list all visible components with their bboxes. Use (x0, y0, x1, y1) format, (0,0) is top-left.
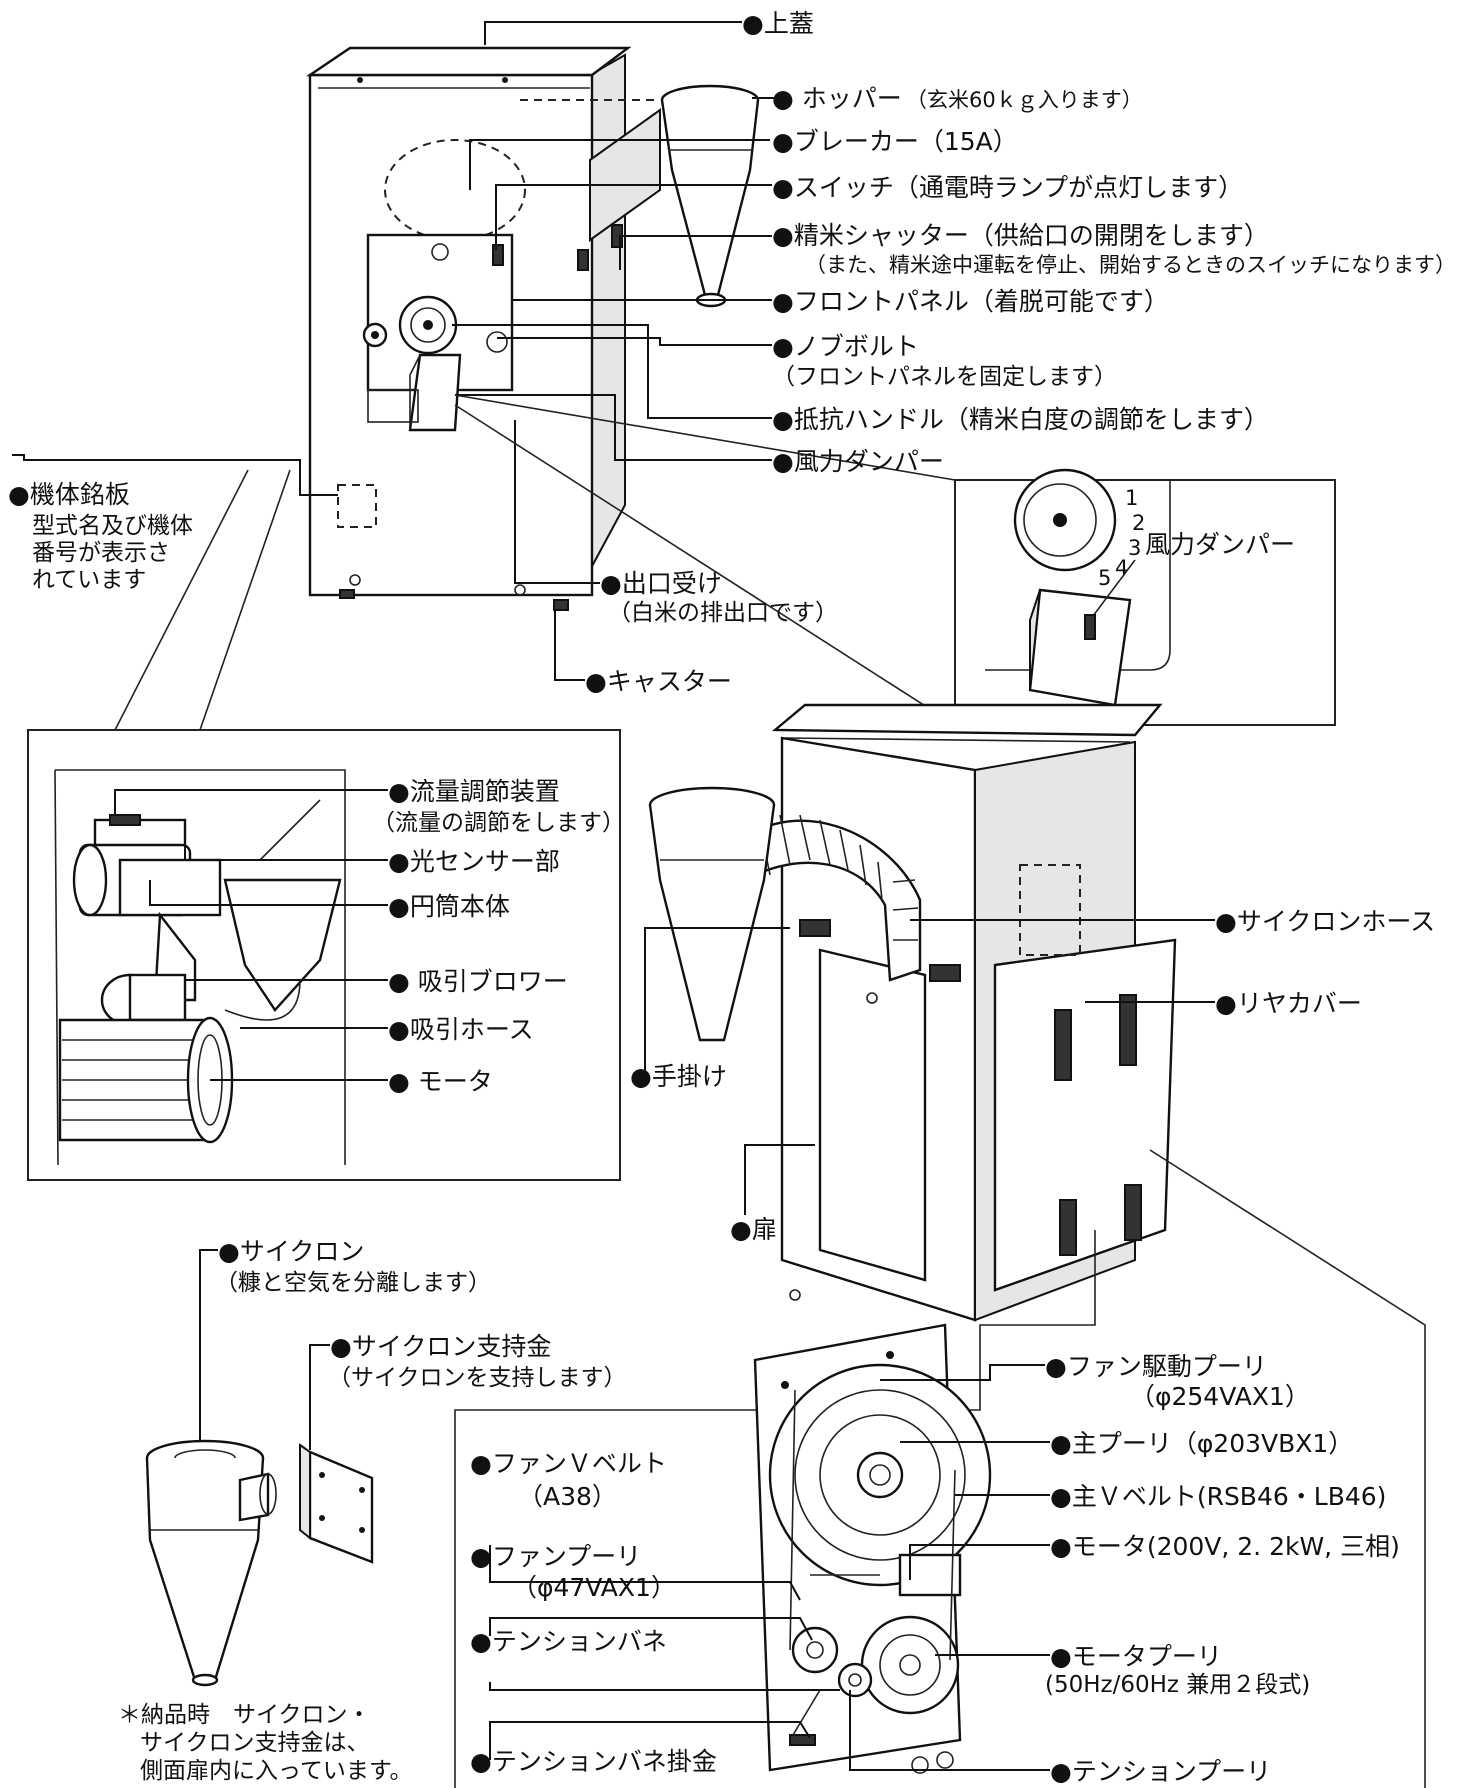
label-outlet: ●出口受け (600, 569, 722, 598)
tension-pulley-shape (839, 1664, 871, 1696)
label-fan-drive-pulley-spec: （φ254VAX1） (1130, 1382, 1310, 1411)
label-door: ●扉 (730, 1215, 777, 1244)
motor-pulley-shape (862, 1617, 958, 1713)
rice-mill-front-illustration (310, 48, 758, 610)
label-breaker: ●ブレーカー（15A） (772, 127, 1018, 156)
label-fan-pulley-spec: （φ47VAX1） (512, 1573, 676, 1602)
label-shutter: ●精米シャッター（供給口の開閉をします） (772, 221, 1269, 250)
caster-shape (554, 600, 568, 610)
label-front-panel: ●フロントパネル（着脱可能です） (772, 287, 1169, 316)
label-knob-bolt-note: （フロントパネルを固定します） (772, 364, 1117, 390)
label-flow-regulator-note: （流量の調節をします） (372, 810, 625, 836)
label-hopper: ● ホッパー (772, 84, 902, 113)
label-cyclone: ●サイクロン (218, 1237, 364, 1266)
hopper-shape (662, 86, 758, 306)
fan-pulley-shape (793, 1628, 837, 1672)
label-nameplate-note-1: 型式名及び機体 (32, 513, 193, 539)
label-cylinder-body: ●円筒本体 (388, 892, 510, 921)
label-delivery-note-1: ＊納品時 サイクロン・ (118, 1702, 371, 1728)
label-suction-hose: ●吸引ホース (388, 1015, 534, 1044)
label-tension-spring: ●テンションバネ (470, 1627, 667, 1656)
label-fan-v-belt-spec: （A38） (518, 1482, 617, 1511)
label-main-v-belt: ●主Ｖベルト(RSB46・LB46) (1050, 1482, 1386, 1511)
tension-spring-hook-shape (790, 1735, 815, 1745)
label-tension-pulley: ●テンションプーリ (1050, 1757, 1271, 1786)
label-wind-damper: ●風力ダンパー (772, 447, 944, 476)
label-nameplate-note-3: れています (32, 567, 146, 593)
label-knob-bolt: ●ノブボルト (772, 332, 919, 361)
label-delivery-note-2: サイクロン支持金は、 (140, 1730, 370, 1756)
label-cyclone-hose: ●サイクロンホース (1215, 907, 1435, 936)
label-fan-drive-pulley: ●ファン駆動プーリ (1045, 1352, 1267, 1381)
label-top-lid: ●上蓋 (742, 9, 814, 38)
label-cyclone-bracket-note: （サイクロンを支持します） (328, 1365, 627, 1391)
dial-number-3: 3 (1128, 536, 1141, 560)
door-shape (820, 950, 925, 1280)
label-hopper-note: （玄米60ｋｇ入ります） (906, 88, 1143, 112)
top-lid-shape (310, 48, 628, 75)
label-motor-pulley-note: (50Hz/60Hz 兼用２段式) (1045, 1672, 1310, 1698)
dial-number-1: 1 (1125, 486, 1138, 510)
label-nameplate-note-2: 番号が表示さ (32, 540, 170, 566)
label-cyclone-note: （糠と空気を分離します） (215, 1270, 491, 1296)
label-resistance-handle: ●抵抗ハンドル（精米白度の調節をします） (772, 405, 1269, 434)
label-cyclone-bracket: ●サイクロン支持金 (330, 1332, 551, 1361)
label-delivery-note-3: 側面扉内に入っています。 (140, 1758, 413, 1784)
label-handle: ●手掛け (630, 1062, 727, 1091)
handle-shape (800, 920, 830, 936)
dial-number-4: 4 (1115, 556, 1128, 580)
label-tension-spring-hook: ●テンションバネ掛金 (470, 1747, 717, 1776)
rear-cover-shape (995, 940, 1175, 1290)
label-nameplate: ●機体銘板 (8, 480, 130, 509)
label-motor-inner: ● モータ (388, 1067, 493, 1096)
rice-mill-rear-illustration (650, 705, 1175, 1320)
label-switch: ●スイッチ（通電時ランプが点灯します） (772, 173, 1243, 202)
label-caster: ●キャスター (585, 667, 732, 696)
label-suction-blower: ● 吸引ブロワー (388, 967, 568, 996)
label-fan-pulley: ●ファンプーリ (470, 1542, 641, 1571)
cyclone-illustration (147, 1250, 276, 1685)
label-light-sensor: ●光センサー部 (388, 847, 560, 876)
wind-damper-detail-label: 風力ダンパー (1145, 530, 1295, 559)
label-fan-v-belt: ●ファンＶベルト (470, 1449, 667, 1478)
label-outlet-note: （白米の排出口です） (608, 600, 838, 626)
dial-number-2: 2 (1132, 511, 1145, 535)
label-motor-spec: ●モータ(200V, 2. 2kW, 三相) (1050, 1532, 1400, 1561)
label-motor-pulley: ●モータプーリ (1050, 1642, 1222, 1671)
label-main-pulley: ●主プーリ（φ203VBX1） (1050, 1429, 1353, 1458)
label-shutter-note: （また、精米途中運転を停止、開始するときのスイッチになります） (805, 253, 1456, 277)
dial-number-5: 5 (1098, 566, 1111, 590)
label-flow-regulator: ●流量調節装置 (388, 777, 560, 806)
label-rear-cover: ●リヤカバー (1215, 989, 1362, 1018)
